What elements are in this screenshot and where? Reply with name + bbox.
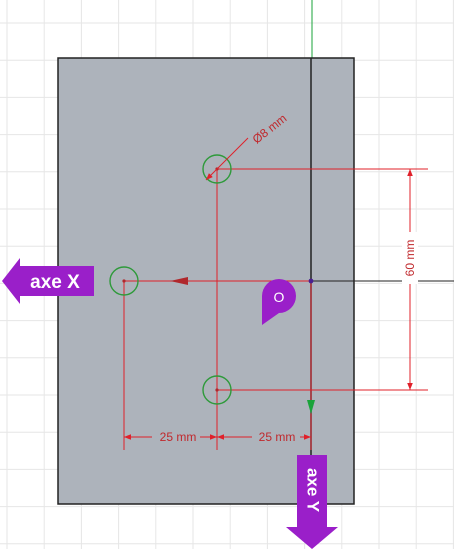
diameter-leader-line xyxy=(205,137,249,181)
circle-icon xyxy=(109,266,139,296)
origin-label: O xyxy=(274,289,285,305)
dim-x-right-label: 25 mm xyxy=(259,430,296,444)
hole-bottom[interactable] xyxy=(202,375,232,405)
dim-x-left-label: 25 mm xyxy=(160,430,197,444)
x-direction-arrow-icon xyxy=(170,277,188,285)
axis-x-callout: axe X xyxy=(2,258,94,304)
axis-y-label: axe Y xyxy=(304,468,323,513)
axis-x-label: axe X xyxy=(30,272,80,293)
axis-y-callout: axe Y xyxy=(286,455,338,549)
hole-center-dot xyxy=(122,279,126,283)
dim-x-right-bg xyxy=(252,428,300,445)
origin-point xyxy=(308,278,314,284)
hole-center-dot xyxy=(215,388,219,392)
arrow-left-icon xyxy=(2,258,94,304)
hole-left[interactable] xyxy=(109,266,139,296)
y-direction-arrow-icon xyxy=(307,400,315,414)
dim-vertical-label: 60 mm xyxy=(403,240,417,277)
dim-vertical-bg xyxy=(402,232,418,284)
arrow-down-icon xyxy=(286,455,338,549)
circle-icon xyxy=(202,154,232,184)
origin-marker: O xyxy=(262,279,296,325)
dim-x-left-bg xyxy=(152,428,200,445)
pin-marker-icon xyxy=(262,279,296,325)
circle-icon xyxy=(202,375,232,405)
